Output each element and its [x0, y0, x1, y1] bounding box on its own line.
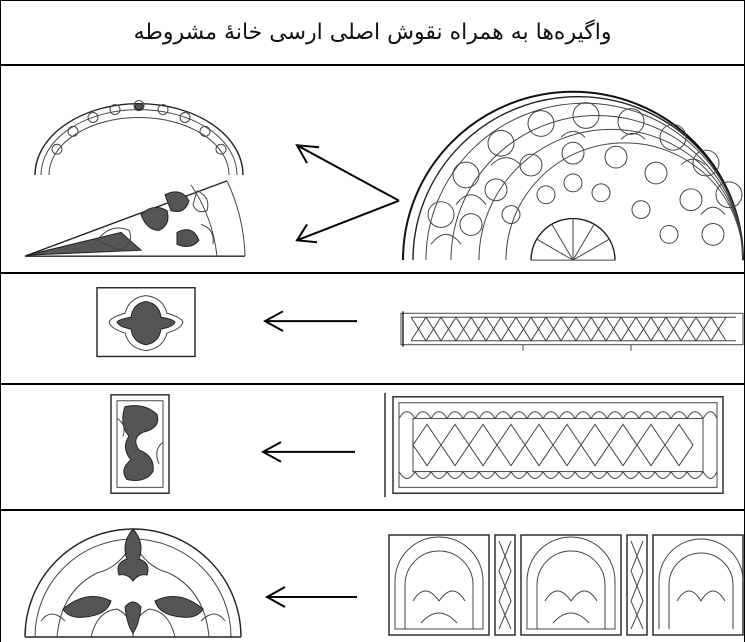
row-lattice-band	[1, 274, 744, 385]
row-3-drawing	[1, 385, 744, 509]
row-4-drawing	[1, 511, 744, 642]
left-arrow	[263, 442, 355, 462]
row-1-drawing	[1, 66, 744, 272]
half-circle-fan-motif	[25, 529, 241, 637]
lattice-band-frieze	[401, 311, 743, 350]
quatrefoil-tile-motif	[97, 288, 195, 357]
arched-window-series	[389, 535, 743, 635]
vertical-strip-motif	[111, 395, 169, 493]
left-arrow	[265, 311, 357, 331]
split-arrows	[297, 145, 399, 242]
half-circle-rose-window	[403, 92, 743, 260]
figure-title: واگیره‌ها به همراه نقوش اصلی ارسی خانۀ م…	[1, 0, 744, 66]
row-rose-window	[1, 66, 744, 274]
arched-border-band	[35, 101, 243, 175]
row-arch-panel	[1, 385, 744, 511]
wedge-section-motif	[25, 181, 245, 256]
row-2-drawing	[1, 274, 744, 383]
rectangular-arch-panel	[385, 393, 723, 497]
row-arched-windows	[1, 511, 744, 642]
left-arrow	[267, 587, 357, 607]
